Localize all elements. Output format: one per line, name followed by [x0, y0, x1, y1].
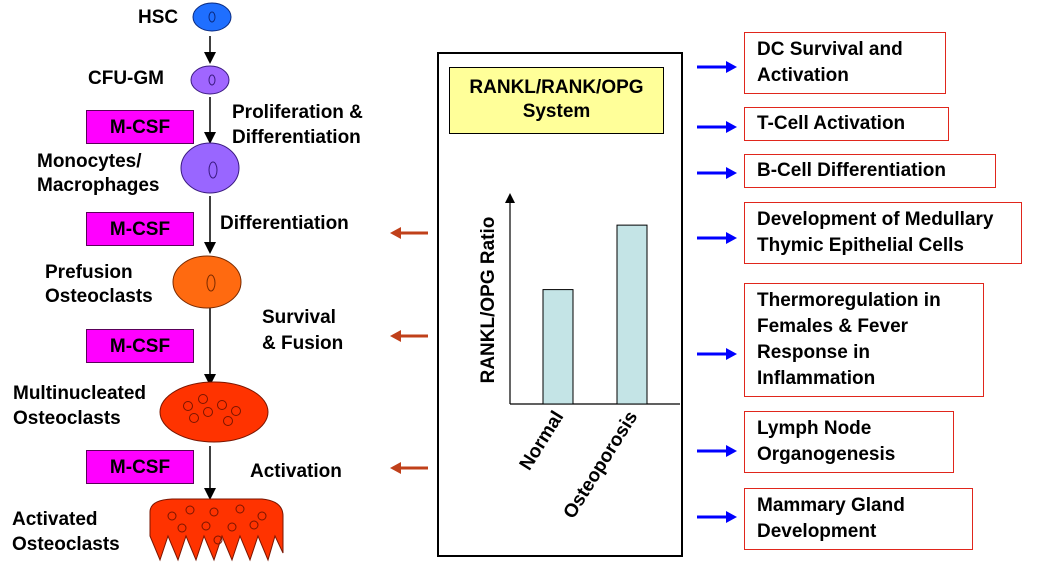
outcome-thymic-line2: Thymic Epithelial Cells — [757, 235, 964, 256]
system-title-line1: RANKL/RANK/OPG — [469, 77, 644, 98]
outcome-thermo-line3: Response in — [757, 342, 870, 363]
blue-arrow-tcell — [697, 121, 737, 133]
outcome-bcell-line1: B-Cell Differentiation — [757, 160, 946, 181]
outcome-thermo-line2: Females & Fever — [757, 316, 909, 337]
blue-arrow-thermoregulation — [697, 348, 737, 360]
activated-osteoclast-cell — [149, 498, 284, 562]
chart-y-axis-label: RANKL/OPG Ratio — [478, 217, 499, 384]
label-multinucleated-line2: Osteoclasts — [13, 408, 121, 429]
label-prefusion-line2: Osteoclasts — [45, 286, 153, 307]
monocyte-cell — [180, 142, 240, 194]
outcome-lymph-node: Lymph Node Organogenesis — [744, 411, 954, 473]
multinucleated-osteoclast-cell — [159, 381, 269, 443]
cfu-gm-cell — [190, 65, 230, 95]
mcsf-box-3: M-CSF — [86, 329, 194, 363]
label-multinucleated-line1: Multinucleated — [13, 383, 147, 404]
outcome-dc-line2: Activation — [757, 65, 849, 86]
blue-arrow-thymic — [697, 232, 737, 244]
chart-bar-osteoporosis — [616, 224, 648, 405]
blue-arrow-dc — [697, 61, 737, 73]
outcome-b-cell: B-Cell Differentiation — [744, 154, 996, 188]
system-title-line2: System — [522, 101, 591, 122]
outcome-lymph-line1: Lymph Node — [757, 418, 872, 439]
red-arrow-survival-fusion — [390, 330, 428, 342]
outcome-dc-line1: DC Survival and — [757, 39, 903, 60]
outcome-lymph-line2: Organogenesis — [757, 444, 896, 465]
prefusion-osteoclast-cell — [172, 255, 242, 309]
label-activated-line2: Osteoclasts — [12, 534, 120, 555]
label-hsc: HSC — [138, 7, 179, 28]
mcsf-box-1: M-CSF — [86, 110, 194, 144]
chart-x-label-osteoporosis: Osteoporosis — [560, 408, 643, 523]
chart-y-axis-arrowhead — [505, 193, 515, 203]
outcome-thermoregulation: Thermoregulation in Females & Fever Resp… — [744, 283, 984, 397]
label-activated-line1: Activated — [12, 509, 98, 530]
outcome-medullary-thymic: Development of Medullary Thymic Epitheli… — [744, 202, 1022, 264]
outcome-mammary-line1: Mammary Gland — [757, 495, 905, 516]
outcome-tcell-line1: T-Cell Activation — [757, 113, 906, 134]
step-survival-line2: & Fusion — [262, 333, 344, 354]
step-proliferation-line2: Differentiation — [232, 127, 361, 148]
blue-arrow-lymph-node — [697, 445, 737, 457]
step-differentiation: Differentiation — [220, 213, 349, 234]
label-prefusion-line1: Prefusion — [45, 262, 133, 283]
chart-x-label-normal: Normal — [516, 408, 569, 475]
outcome-mammary-line2: Development — [757, 521, 877, 542]
outcome-dc-survival: DC Survival and Activation — [744, 32, 946, 94]
blue-arrow-mammary — [697, 511, 737, 523]
red-arrow-differentiation — [390, 227, 428, 239]
mcsf-box-2: M-CSF — [86, 212, 194, 246]
outcome-thermo-line1: Thermoregulation in — [757, 290, 941, 311]
label-monocytes-line2: Macrophages — [37, 175, 160, 196]
rankl-system-title-box: RANKL/RANK/OPG System — [449, 67, 664, 134]
red-arrow-activation — [390, 462, 428, 474]
hsc-cell — [192, 2, 232, 32]
outcome-mammary-gland: Mammary Gland Development — [744, 488, 973, 550]
outcome-t-cell: T-Cell Activation — [744, 107, 949, 141]
label-cfu-gm: CFU-GM — [88, 68, 164, 89]
step-activation: Activation — [250, 461, 342, 482]
blue-arrow-bcell — [697, 167, 737, 179]
step-survival-line1: Survival — [262, 307, 336, 328]
label-monocytes-line1: Monocytes/ — [37, 151, 142, 172]
outcome-thermo-line4: Inflammation — [757, 368, 876, 389]
step-proliferation-line1: Proliferation & — [232, 102, 363, 123]
outcome-thymic-line1: Development of Medullary — [757, 209, 994, 230]
mcsf-box-4: M-CSF — [86, 450, 194, 484]
chart-bar-normal — [542, 289, 574, 405]
